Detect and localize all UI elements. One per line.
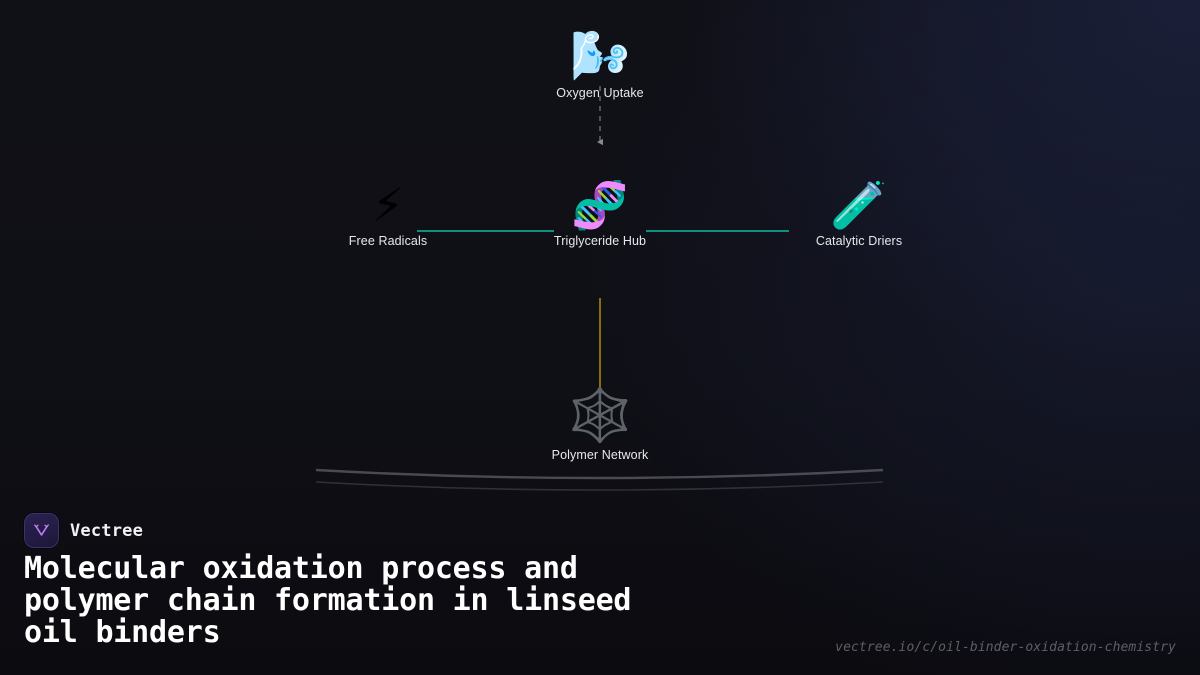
page-title: Molecular oxidation process and polymer … (24, 551, 632, 651)
graph-node-label: Triglyceride Hub (553, 234, 647, 248)
graph-node-free-radicals[interactable]: ⚡ Free Radicals (308, 182, 468, 248)
test-tube-icon: 🧪 (830, 178, 888, 232)
wind-cloud-icon: 🌬️ (570, 28, 630, 84)
graph-node-label: Polymer Network (551, 448, 649, 462)
lightning-bolt-icon: ⚡ (371, 178, 405, 232)
decor-arc-upper (315, 468, 884, 480)
graph-node-oxygen-uptake[interactable]: 🌬️ Oxygen Uptake (520, 32, 680, 100)
graph-node-catalytic-driers[interactable]: 🧪 Catalytic Driers (779, 182, 939, 248)
source-url: vectree.io/c/oil-binder-oxidation-chemis… (835, 640, 1176, 655)
graph-node-triglyceride-hub[interactable]: 🧬 Triglyceride Hub (520, 182, 680, 248)
graph-node-label: Oxygen Uptake (556, 86, 644, 100)
dna-icon: 🧬 (571, 178, 629, 232)
graph-node-label: Catalytic Driers (815, 234, 903, 248)
decor-arc-lower (315, 481, 884, 491)
graph-node-label: Free Radicals (348, 234, 428, 248)
caption-footer: Vectree Molecular oxidation process and … (0, 505, 1200, 675)
brand-lockup[interactable]: Vectree (24, 513, 143, 548)
graph-node-polymer-network[interactable]: 🕸️ Polymer Network (520, 390, 680, 462)
vectree-logo-icon (24, 513, 59, 548)
brand-name: Vectree (70, 520, 144, 541)
spider-web-icon: 🕸️ (567, 386, 633, 446)
